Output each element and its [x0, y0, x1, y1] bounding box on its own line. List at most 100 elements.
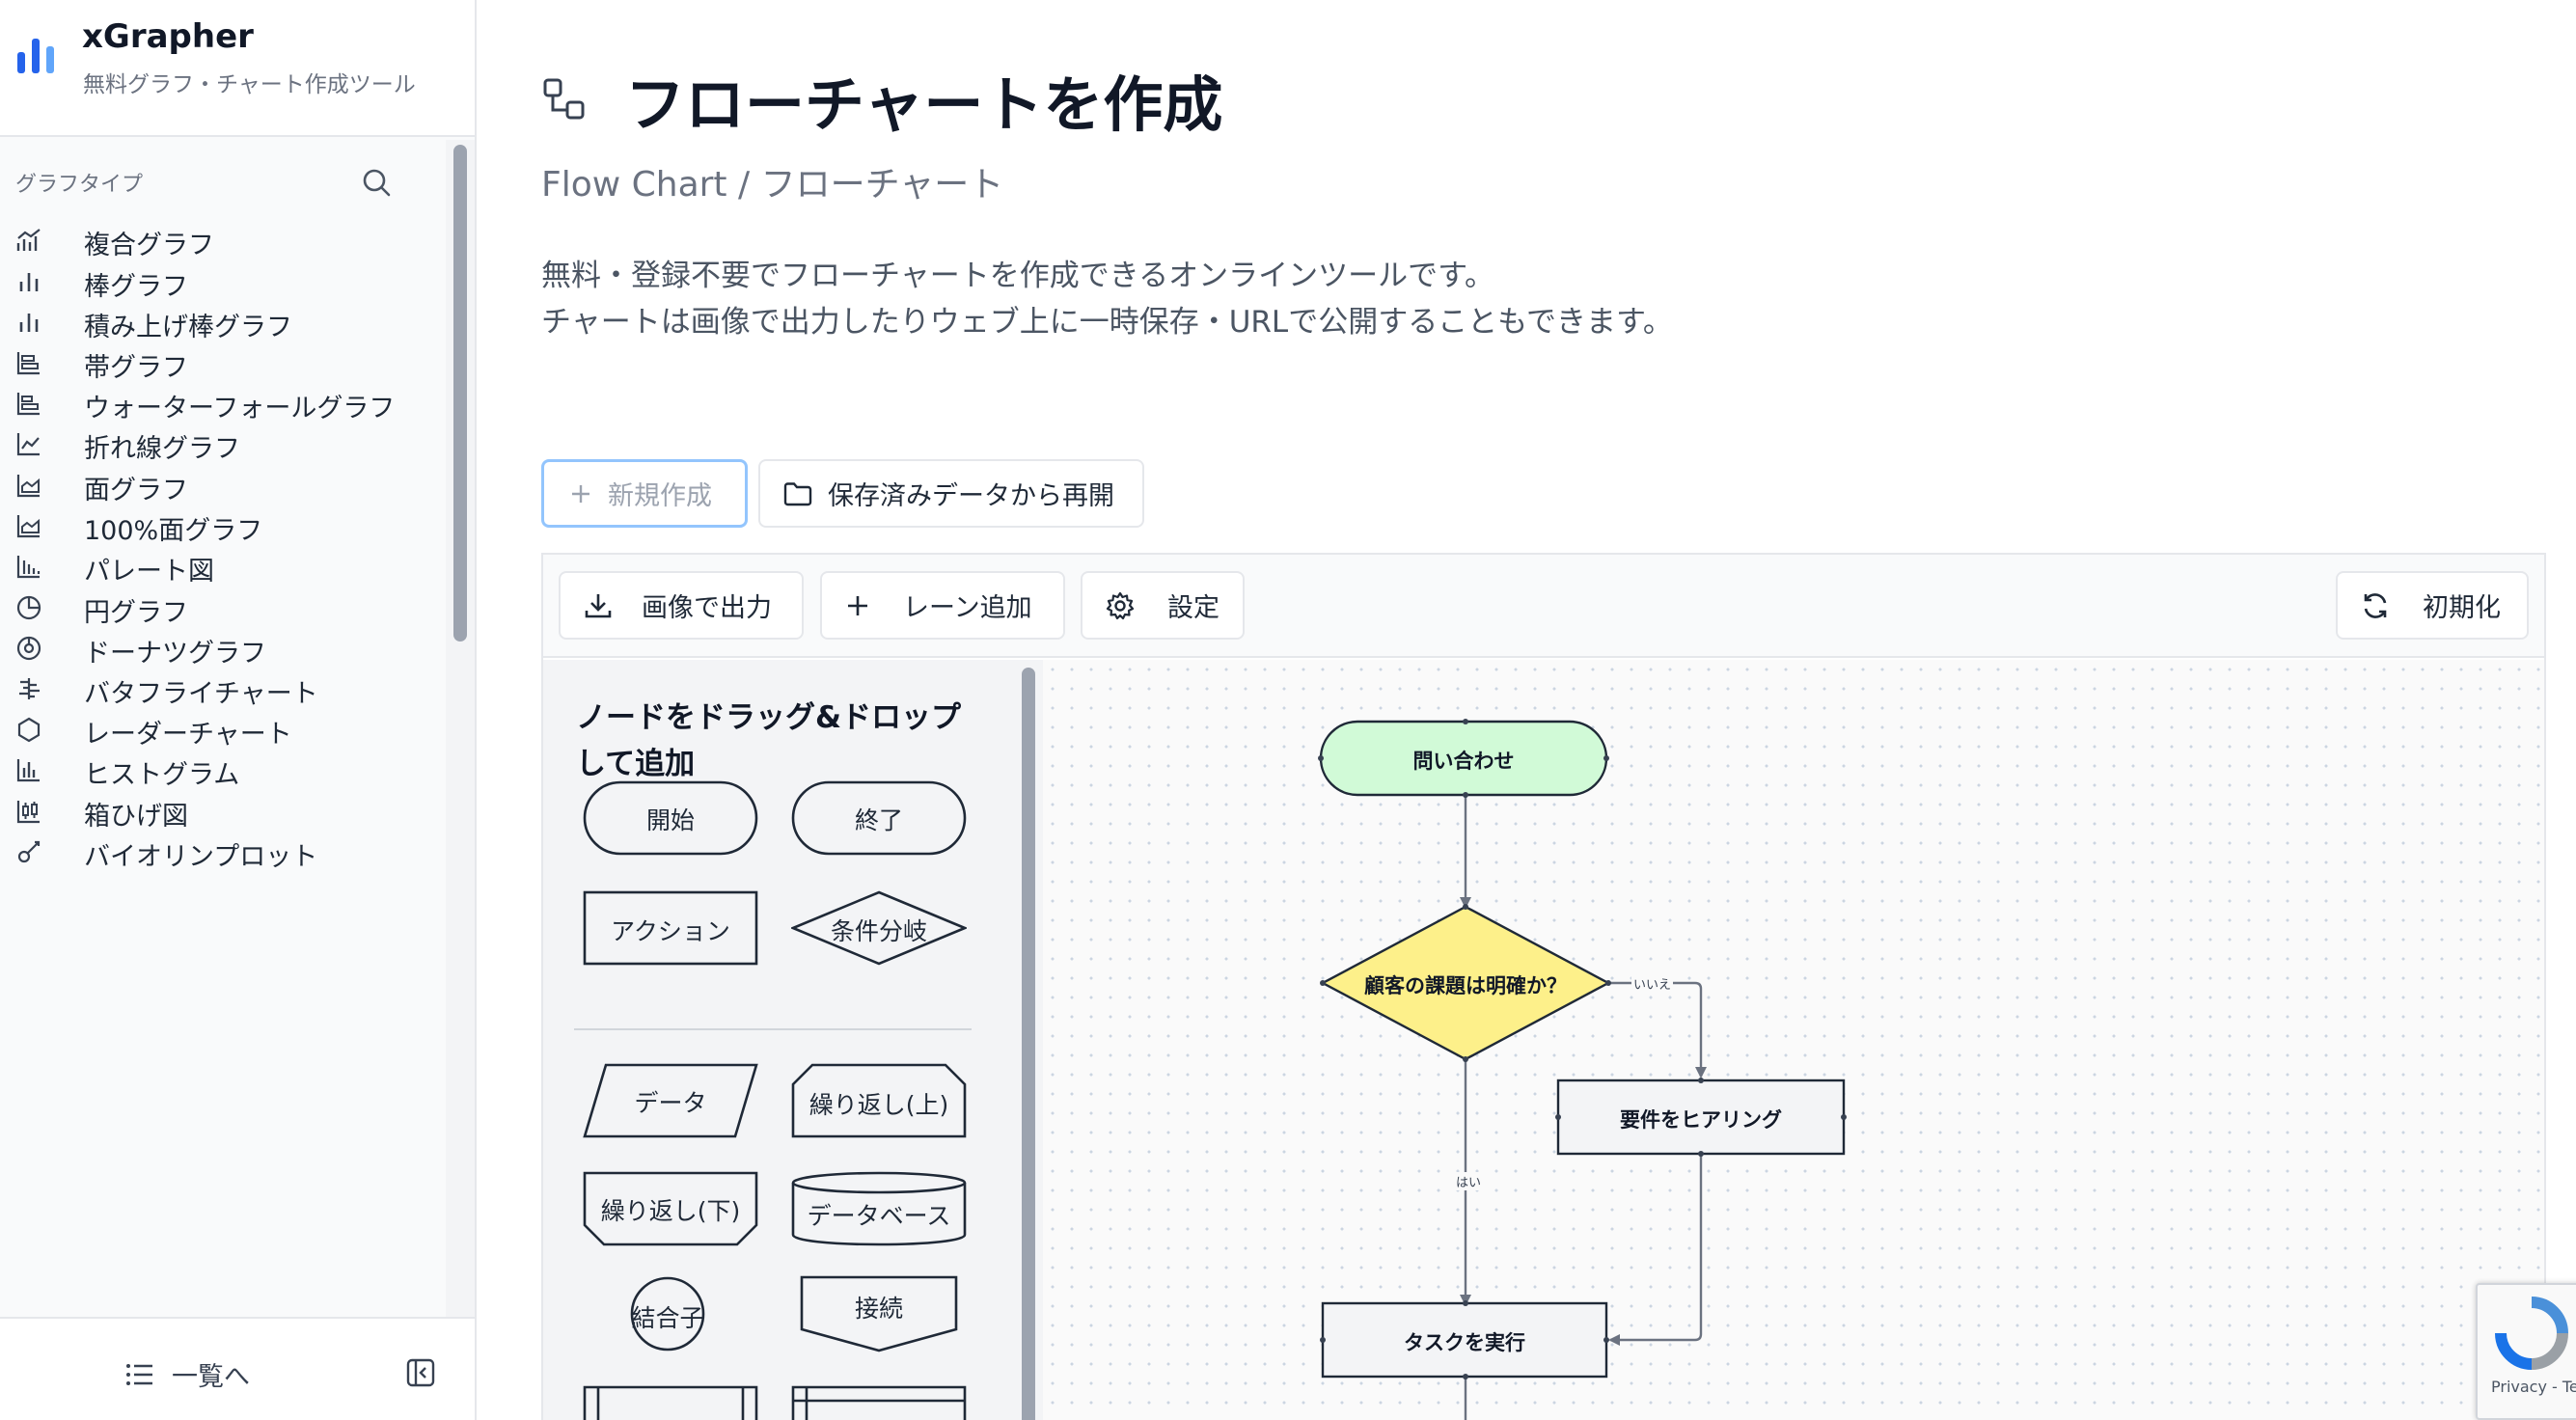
palette-node-offpage[interactable]	[800, 1275, 958, 1352]
palette-scroll-thumb[interactable]	[1022, 668, 1035, 1420]
flowchart-canvas[interactable]: 問い合わせ 顧客の課題は明確か？ 要件をヒアリング タスクを実行 いいえ はい	[1043, 660, 2544, 1420]
page-subtitle: Flow Chart / フローチャート	[541, 165, 1004, 205]
sidebar-item-label: パレート図	[84, 557, 214, 587]
sidebar: xGrapher 無料グラフ・チャート作成ツール グラフタイプ 複合グラフ 棒グ…	[0, 0, 477, 1420]
box-plot-icon	[16, 801, 40, 824]
sidebar-scrollbar[interactable]	[446, 140, 475, 1317]
sidebar-item-label: 帯グラフ	[84, 353, 188, 383]
waterfall-chart-icon	[16, 393, 40, 416]
sidebar-item-label: 積み上げ棒グラフ	[84, 313, 292, 342]
sidebar-item-violin[interactable]: バイオリンプロット	[0, 819, 444, 881]
list-icon	[126, 1363, 152, 1385]
palette-node-loop-start-label: 繰り返し(上)	[808, 1091, 949, 1119]
chart-list-label: 一覧へ	[172, 1362, 250, 1392]
sidebar-item-waterfall[interactable]: ウォーターフォールグラフ	[0, 370, 444, 432]
edge-decision-to-hearing[interactable]	[1537, 981, 1707, 1079]
sidebar-item-label: ウォーターフォールグラフ	[84, 394, 396, 423]
resume-saved-button[interactable]: 保存済みデータから再開	[758, 459, 1144, 528]
download-icon	[585, 593, 612, 617]
palette-node-predefined-process[interactable]	[583, 1385, 758, 1420]
palette-node-internal-storage[interactable]	[791, 1385, 967, 1420]
page-description-line1: 無料・登録不要でフローチャートを作成できるオンラインツールです。	[541, 259, 1494, 293]
sidebar-item-bar[interactable]: 棒グラフ	[0, 249, 444, 311]
export-image-button[interactable]: 画像で出力	[559, 571, 804, 640]
new-chart-label: 新規作成	[608, 481, 712, 511]
search-icon[interactable]	[361, 167, 392, 198]
sidebar-item-line[interactable]: 折れ線グラフ	[0, 411, 444, 473]
bar-chart-logo-icon	[17, 39, 54, 73]
palette-node-action[interactable]	[583, 890, 758, 966]
node-palette: ノードをドラッグ&ドロップして追加 開始 終了 アクション 条件分岐 データ 繰…	[543, 660, 1014, 1420]
chart-type-nav: グラフタイプ 複合グラフ 棒グラフ 積み上げ棒グラフ 帯グラフ ウォーターフォー…	[0, 140, 444, 1317]
palette-node-data-label: データ	[634, 1089, 707, 1117]
palette-node-end[interactable]	[791, 780, 967, 856]
stacked-bar-icon	[19, 314, 39, 332]
sidebar-item-histogram[interactable]: ヒストグラム	[0, 737, 444, 799]
sidebar-item-donut[interactable]: ドーナツグラフ	[0, 615, 444, 677]
palette-node-start[interactable]	[583, 780, 758, 856]
palette-node-database-label: データベース	[807, 1202, 951, 1230]
sidebar-item-area[interactable]: 面グラフ	[0, 452, 444, 514]
sidebar-item-band[interactable]: 帯グラフ	[0, 330, 444, 392]
palette-node-database[interactable]	[791, 1171, 967, 1246]
new-chart-button[interactable]: 新規作成	[541, 459, 748, 528]
sidebar-item-box-plot[interactable]: 箱ひげ図	[0, 778, 444, 840]
palette-node-loop-end-label: 繰り返し(下)	[600, 1197, 741, 1225]
palette-node-start-label: 開始	[645, 806, 695, 834]
palette-node-loop-start[interactable]	[791, 1063, 967, 1138]
sidebar-item-label: 100%面グラフ	[84, 516, 263, 546]
palette-node-decision-label: 条件分岐	[830, 917, 927, 945]
palette-scrollbar[interactable]	[1014, 660, 1043, 1420]
sidebar-item-pie[interactable]: 円グラフ	[0, 575, 444, 637]
sidebar-item-combo[interactable]: 複合グラフ	[0, 207, 444, 269]
node-decision-label: 顧客の課題は明確か？	[1364, 974, 1567, 997]
sidebar-item-label: ヒストグラム	[84, 760, 240, 790]
palette-node-loop-end[interactable]	[583, 1171, 758, 1246]
sidebar-item-label: 面グラフ	[84, 476, 188, 505]
combo-chart-icon	[16, 229, 41, 251]
band-chart-icon	[16, 352, 40, 375]
violin-plot-icon	[17, 840, 41, 863]
sidebar-item-stacked-bar[interactable]: 積み上げ棒グラフ	[0, 289, 444, 351]
page-description-line2: チャートは画像で出力したりウェブ上に一時保存・URLで公開することもできます。	[541, 305, 1673, 340]
recaptcha-badge[interactable]: Privacy - Terms	[2476, 1283, 2576, 1420]
brand-header[interactable]: xGrapher 無料グラフ・チャート作成ツール	[0, 0, 475, 137]
palette-node-data[interactable]	[583, 1063, 758, 1138]
brand-tagline: 無料グラフ・チャート作成ツール	[83, 72, 416, 97]
histogram-icon	[16, 759, 40, 782]
palette-node-action-label: アクション	[611, 917, 730, 945]
flowchart-editor: 画像で出力 レーン追加 設定 初期化	[541, 553, 2546, 1420]
edge-hearing-to-task[interactable]	[1608, 1156, 1703, 1346]
node-inquiry-label: 問い合わせ	[1412, 750, 1515, 773]
sidebar-item-area-100[interactable]: 100%面グラフ	[0, 493, 444, 555]
sidebar-item-butterfly[interactable]: バタフライチャート	[0, 656, 444, 718]
area-chart-icon	[16, 475, 40, 498]
sidebar-item-label: 棒グラフ	[84, 272, 188, 302]
collapse-sidebar-icon[interactable]	[405, 1357, 436, 1388]
settings-label: 設定	[1167, 593, 1219, 623]
sidebar-item-radar[interactable]: レーダーチャート	[0, 696, 444, 758]
sidebar-scroll-thumb[interactable]	[453, 145, 467, 642]
folder-icon	[783, 481, 812, 505]
donut-chart-icon	[16, 636, 41, 661]
reset-button[interactable]: 初期化	[2336, 571, 2529, 640]
palette-node-connector[interactable]	[629, 1275, 706, 1352]
nav-heading: グラフタイプ	[15, 173, 144, 197]
settings-button[interactable]: 設定	[1081, 571, 1245, 640]
palette-node-decision[interactable]	[791, 890, 967, 966]
recaptcha-privacy-terms[interactable]: Privacy - Terms	[2491, 1378, 2576, 1396]
node-hearing-label: 要件をヒアリング	[1620, 1108, 1782, 1132]
area-100-chart-icon	[16, 515, 40, 538]
sidebar-item-pareto[interactable]: パレート図	[0, 533, 444, 595]
gear-icon	[1106, 591, 1135, 619]
node-handles[interactable]	[1318, 719, 1847, 1379]
sidebar-item-label: ドーナツグラフ	[84, 639, 266, 669]
chart-list-link[interactable]: 一覧へ	[125, 1355, 250, 1393]
export-image-label: 画像で出力	[642, 593, 772, 623]
node-hearing[interactable]	[1556, 1079, 1846, 1156]
flowchart-edges	[1318, 719, 1847, 1420]
add-lane-button[interactable]: レーン追加	[820, 571, 1065, 640]
sidebar-item-label: 折れ線グラフ	[84, 434, 240, 464]
node-task-label: タスクを実行	[1404, 1331, 1525, 1354]
sidebar-item-label: 箱ひげ図	[84, 802, 188, 832]
